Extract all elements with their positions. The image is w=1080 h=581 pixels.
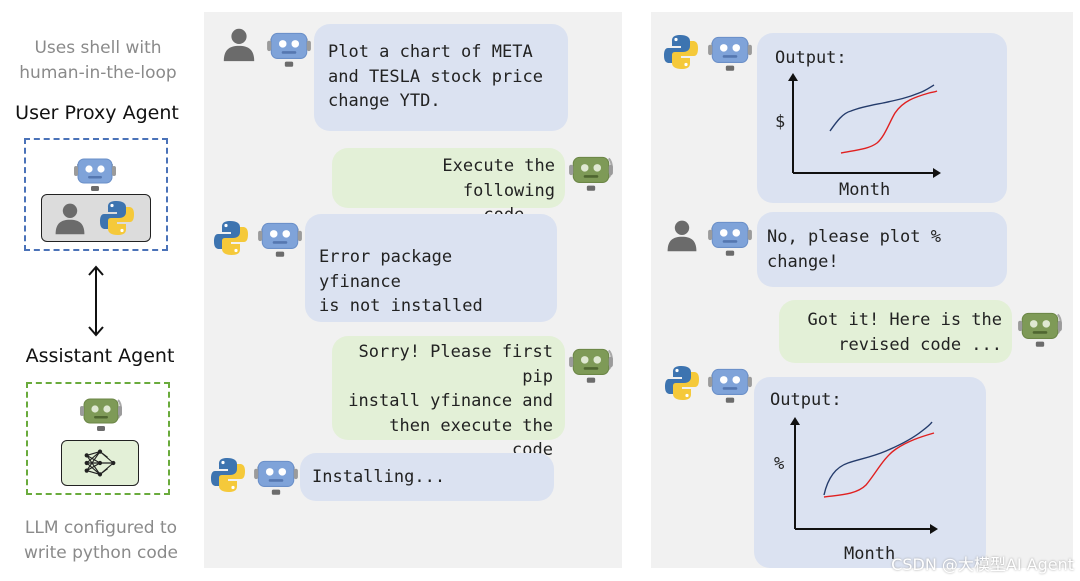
chart-x-axis-label: Month — [844, 544, 895, 564]
person-icon — [52, 200, 88, 236]
python-icon — [662, 363, 702, 403]
chat-message-error: Error package yfinance is not installed — [305, 214, 557, 322]
user-proxy-agent-title: User Proxy Agent — [15, 102, 179, 124]
chart-x-arrow — [930, 524, 938, 534]
robot-blue-icon — [72, 150, 118, 196]
person-icon — [220, 25, 258, 63]
chart-series-line-a — [829, 84, 935, 132]
robot-green-icon — [567, 340, 615, 388]
python-icon — [97, 198, 137, 238]
neural-network-icon — [81, 444, 119, 482]
python-icon — [661, 32, 701, 72]
chat-message-user-feedback: No, please plot % change! — [757, 212, 1007, 287]
llm-box — [61, 440, 139, 486]
person-icon — [664, 217, 700, 253]
user-proxy-tools-box — [41, 194, 151, 242]
chart-series-line-b — [840, 90, 938, 154]
chat-message-assistant-code: Execute the following code... — [332, 148, 565, 225]
chart-y-arrow — [790, 417, 800, 425]
robot-blue-icon — [252, 452, 300, 500]
chart-y-arrow — [788, 73, 798, 81]
output-chart-percent: Output: % Month — [754, 377, 986, 568]
chart-y-axis-label: % — [774, 454, 784, 474]
robot-green-icon — [78, 390, 124, 436]
python-icon — [211, 218, 251, 258]
robot-green-icon — [1016, 304, 1064, 352]
user-proxy-agent-box — [24, 138, 168, 251]
chart-x-arrow — [933, 168, 941, 178]
chat-message-installing: Installing... — [300, 453, 554, 501]
bidirectional-arrow-icon — [88, 265, 104, 337]
chart-x-axis-label: Month — [839, 180, 890, 200]
output-chart-price: Output: $ Month — [757, 33, 1007, 203]
assistant-agent-box — [26, 382, 170, 495]
watermark: CSDN @大模型AI Agent — [891, 555, 1074, 574]
robot-blue-icon — [265, 24, 313, 72]
chart-series-line-a — [823, 421, 933, 496]
chat-message-assistant-revised: Got it! Here is the revised code ... — [779, 300, 1012, 363]
shell-note: Uses shell with human-in-the-loop — [19, 38, 177, 83]
chart-output-label: Output: — [770, 390, 842, 410]
chat-message-user-request: Plot a chart of META and TESLA stock pri… — [314, 24, 568, 131]
python-icon — [208, 455, 248, 495]
robot-blue-icon — [706, 360, 754, 408]
assistant-agent-title: Assistant Agent — [25, 345, 175, 367]
robot-blue-icon — [706, 28, 754, 76]
chat-message-assistant-fix: Sorry! Please first pip install yfinance… — [332, 336, 565, 460]
chart-output-label: Output: — [775, 48, 847, 68]
chart-y-axis-label: $ — [775, 112, 785, 132]
robot-blue-icon — [706, 213, 754, 261]
robot-blue-icon — [256, 214, 304, 262]
chart-series-line-b — [823, 432, 935, 498]
robot-green-icon — [567, 148, 615, 196]
llm-note: LLM configured to write python code — [23, 518, 178, 563]
